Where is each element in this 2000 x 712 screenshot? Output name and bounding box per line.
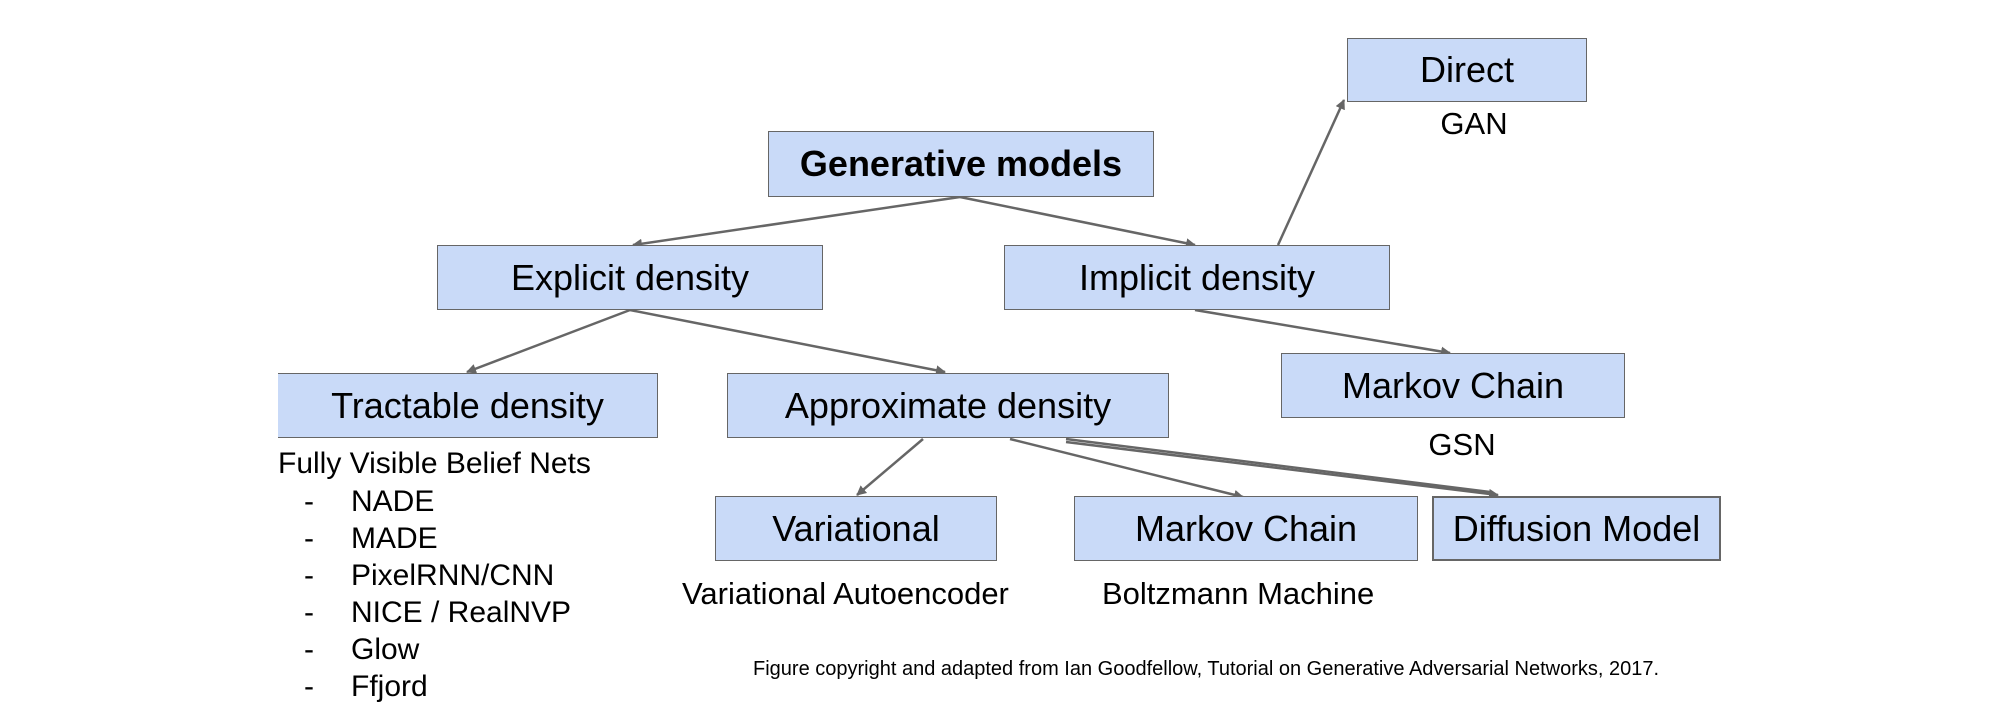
list-item-label: Ffjord [351,670,428,703]
node-generative-models: Generative models [768,131,1154,197]
node-explicit-density: Explicit density [437,245,823,310]
edge-approximate-to-diffusion [1065,440,1499,499]
list-item-label: NICE / RealNVP [351,596,572,629]
node-direct: Direct [1347,38,1587,102]
list-item-label: NADE [351,485,435,518]
figure-credit: Figure copyright and adapted from Ian Go… [753,658,1660,680]
list-bullet: - [304,522,314,555]
edge-implicit-to-direct [1276,99,1346,246]
node-approximate-density: Approximate density [727,373,1169,438]
edge-approximate-to-variational [856,438,924,496]
list-item-label: MADE [351,522,438,555]
edge-approximate-to-markov-chain [1009,437,1244,500]
list-bullet: - [304,596,314,629]
list-item-label: PixelRNN/CNN [351,559,555,592]
edge-implicit-to-markov-chain [1194,308,1451,357]
edge-explicit-to-approximate [629,308,946,376]
list-bullet: - [304,485,314,518]
list-bullet: - [304,633,314,666]
list-bullet: - [304,670,314,703]
edge-approximate-to-diffusion-double [1065,437,1491,494]
list-item-label: Glow [351,633,420,666]
caption-gan: GAN [1440,106,1508,141]
node-diffusion-model: Diffusion Model [1432,496,1721,561]
caption-gsn: GSN [1428,427,1496,462]
list-title-fully-visible-belief-nets: Fully Visible Belief Nets [278,447,591,480]
caption-variational-autoencoder: Variational Autoencoder [682,576,1009,611]
list-bullet: - [304,559,314,592]
edge-explicit-to-tractable [466,308,631,374]
node-markov-chain-approx: Markov Chain [1074,496,1418,561]
caption-boltzmann-machine: Boltzmann Machine [1102,576,1375,611]
node-tractable-density: Tractable density [278,373,658,438]
node-variational: Variational [715,496,997,561]
node-markov-chain-implicit: Markov Chain [1281,353,1625,418]
edge-generative-to-explicit [632,195,961,249]
node-implicit-density: Implicit density [1004,245,1390,310]
edge-generative-to-implicit [959,195,1196,249]
